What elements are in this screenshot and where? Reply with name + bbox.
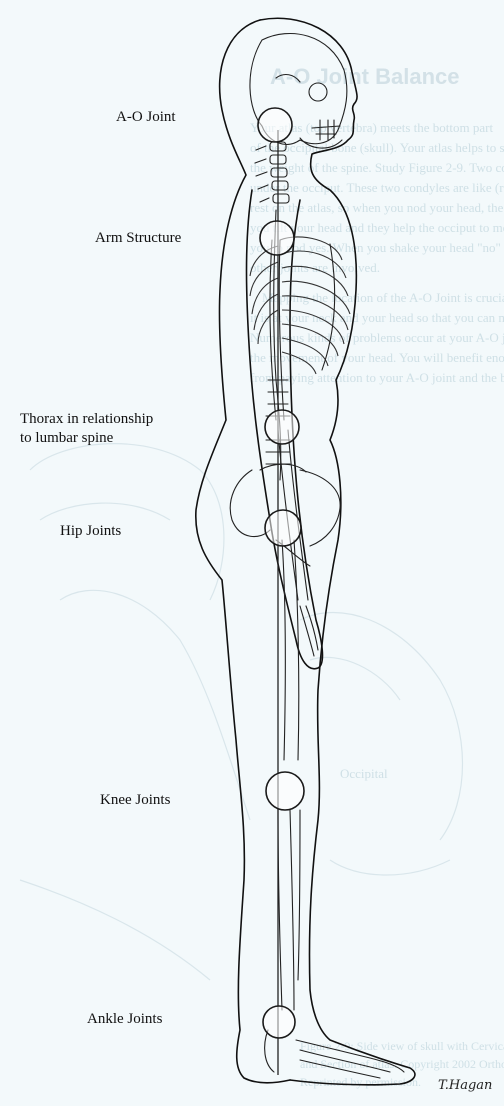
ao-joint-circle	[258, 108, 292, 142]
label-thorax-line2: to lumbar spine	[20, 429, 113, 448]
label-arm-structure: Arm Structure	[95, 229, 181, 248]
thorax-lumbar-circle	[265, 410, 299, 444]
rib-cage	[250, 237, 350, 374]
label-ao-joint: A-O Joint	[116, 108, 176, 127]
label-thorax-line1: Thorax in relationship	[20, 410, 153, 429]
label-hip-joints: Hip Joints	[60, 522, 121, 541]
hip-joint-circle	[265, 510, 301, 546]
artist-signature: T.Hagan	[438, 1078, 492, 1093]
ankle-joint-circle	[263, 1006, 295, 1038]
label-knee-joints: Knee Joints	[100, 791, 170, 810]
knee-joint-circle	[266, 772, 304, 810]
cervical-spine	[255, 142, 289, 203]
arm-structure-circle	[260, 221, 294, 255]
label-ankle-joints: Ankle Joints	[87, 1010, 162, 1029]
